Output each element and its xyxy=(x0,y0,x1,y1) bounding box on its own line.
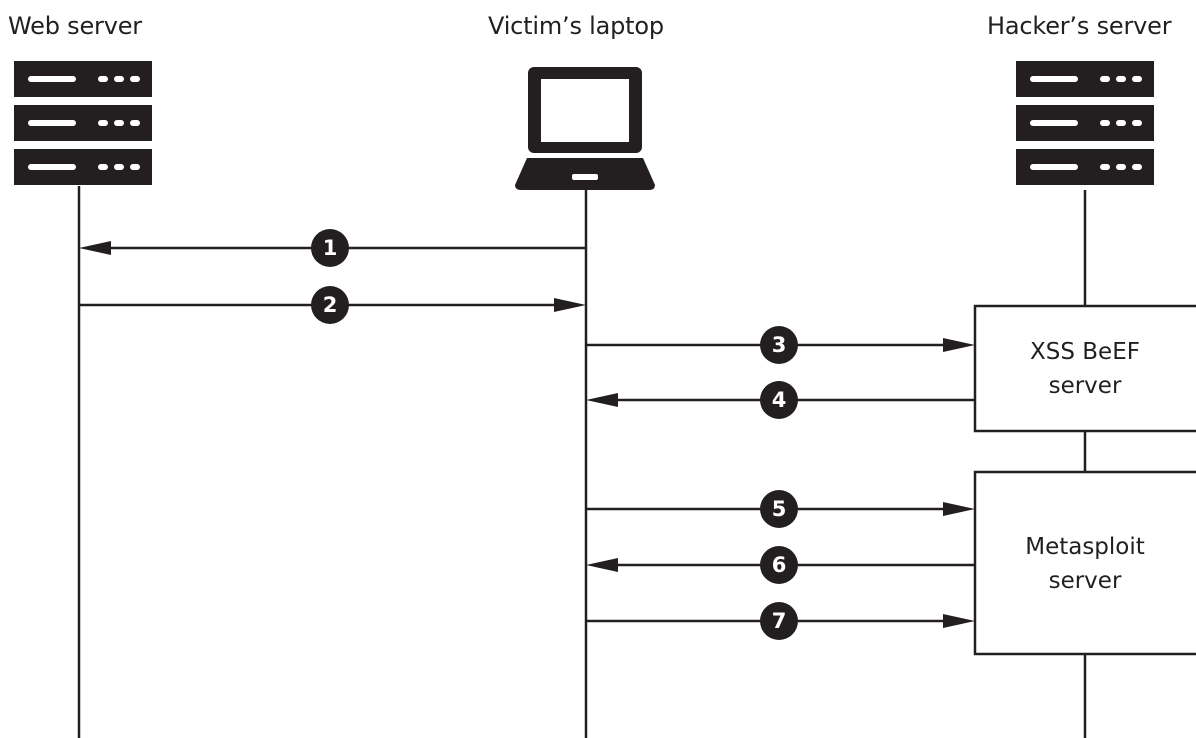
step-number-2: 2 xyxy=(323,293,338,317)
hacker-server-icon xyxy=(1016,61,1154,185)
victim-laptop-label: Victim’s laptop xyxy=(488,12,664,40)
metasploit-server-label-line2: server xyxy=(1048,568,1122,594)
message-arrow-1: 1 xyxy=(79,229,586,267)
message-arrow-7: 7 xyxy=(586,602,975,640)
arrowhead-2 xyxy=(554,298,586,312)
beef-server-label-line1: XSS BeEF xyxy=(1030,339,1140,365)
metasploit-server-box xyxy=(973,470,1196,656)
arrowhead-4 xyxy=(586,393,618,407)
arrowhead-7 xyxy=(943,614,975,628)
step-badge-3 xyxy=(760,326,798,364)
step-badge-2 xyxy=(311,286,349,324)
arrowhead-1 xyxy=(79,241,111,255)
hacker-server-label: Hacker’s server xyxy=(987,12,1172,40)
step-badge-5 xyxy=(760,490,798,528)
beef-server-label: XSS BeEF server xyxy=(975,335,1195,403)
step-number-1: 1 xyxy=(323,236,338,260)
message-arrow-6: 6 xyxy=(586,546,975,584)
step-badge-1 xyxy=(311,229,349,267)
web-server-label: Web server xyxy=(8,12,142,40)
metasploit-server-label-line1: Metasploit xyxy=(1025,534,1145,560)
message-arrow-3: 3 xyxy=(586,326,975,364)
beef-server-box xyxy=(973,304,1196,433)
step-number-4: 4 xyxy=(772,388,787,412)
laptop-icon xyxy=(515,67,655,190)
step-badge-7 xyxy=(760,602,798,640)
arrowhead-6 xyxy=(586,558,618,572)
metasploit-server-label: Metasploit server xyxy=(975,530,1195,598)
message-arrow-5: 5 xyxy=(586,490,975,528)
step-number-6: 6 xyxy=(772,553,787,577)
step-number-3: 3 xyxy=(772,333,787,357)
arrowhead-3 xyxy=(943,338,975,352)
web-server-icon xyxy=(14,61,152,185)
step-badge-6 xyxy=(760,546,798,584)
step-number-5: 5 xyxy=(772,497,787,521)
arrowhead-5 xyxy=(943,502,975,516)
step-badge-4 xyxy=(760,381,798,419)
beef-server-label-line2: server xyxy=(1048,373,1122,399)
message-arrow-4: 4 xyxy=(586,381,975,419)
message-arrow-2: 2 xyxy=(79,286,586,324)
step-number-7: 7 xyxy=(772,609,787,633)
